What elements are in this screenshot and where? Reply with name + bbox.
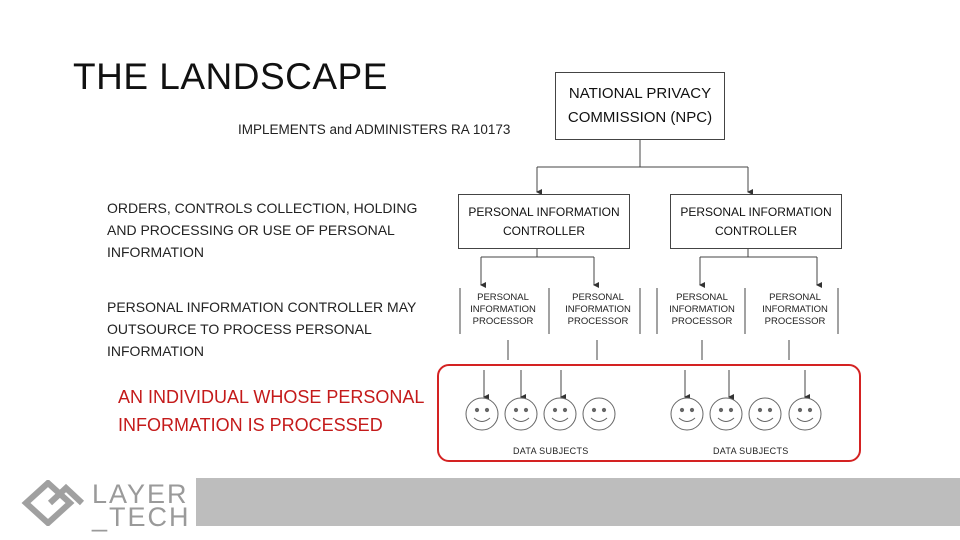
- page-title: THE LANDSCAPE: [73, 56, 388, 97]
- smiley-icon: [748, 397, 782, 431]
- logo-area: [0, 478, 196, 526]
- processor-role-text: PERSONAL INFORMATION CONTROLLER MAY OUTS…: [107, 299, 417, 359]
- logo-text-tech: _TECH: [92, 502, 191, 532]
- smiley-icon: [543, 397, 577, 431]
- processor-node-label: PERSONAL INFORMATION PROCESSOR: [669, 292, 735, 327]
- processor-node-1: PERSONAL INFORMATION PROCESSOR: [457, 287, 549, 333]
- npc-node-label: NATIONAL PRIVACY COMMISSION (NPC): [567, 85, 713, 126]
- controller-node-2: PERSONAL INFORMATION CONTROLLER: [670, 194, 842, 249]
- controller-node-label: PERSONAL INFORMATION CONTROLLER: [680, 204, 832, 238]
- data-subjects-group-box: [437, 364, 861, 462]
- controller-node-1: PERSONAL INFORMATION CONTROLLER: [458, 194, 630, 249]
- processor-node-label: PERSONAL INFORMATION PROCESSOR: [565, 292, 631, 327]
- smiley-icon: [788, 397, 822, 431]
- npc-role-text: IMPLEMENTS and ADMINISTERS RA 10173: [238, 122, 511, 137]
- smiley-icon: [582, 397, 616, 431]
- data-subject-role-text: AN INDIVIDUAL WHOSE PERSONAL INFORMATION…: [118, 387, 424, 435]
- data-subjects-label: DATA SUBJECTS: [713, 446, 789, 456]
- npc-node: NATIONAL PRIVACY COMMISSION (NPC): [555, 72, 725, 140]
- logo-text-layer: LAYER: [92, 479, 189, 509]
- controller-role-text: ORDERS, CONTROLS COLLECTION, HOLDING AND…: [107, 200, 418, 260]
- processor-node-label: PERSONAL INFORMATION PROCESSOR: [470, 292, 536, 327]
- processor-node-2: PERSONAL INFORMATION PROCESSOR: [552, 287, 644, 333]
- smiley-icon: [465, 397, 499, 431]
- data-subjects-label: DATA SUBJECTS: [513, 446, 589, 456]
- controller-node-label: PERSONAL INFORMATION CONTROLLER: [468, 204, 620, 238]
- processor-node-4: PERSONAL INFORMATION PROCESSOR: [749, 287, 841, 333]
- logo-diamond-icon: [21, 480, 85, 526]
- processor-node-label: PERSONAL INFORMATION PROCESSOR: [762, 292, 828, 327]
- smiley-icon: [670, 397, 704, 431]
- smiley-icon: [504, 397, 538, 431]
- processor-node-3: PERSONAL INFORMATION PROCESSOR: [656, 287, 748, 333]
- smiley-icon: [709, 397, 743, 431]
- footer-bar: [196, 478, 960, 526]
